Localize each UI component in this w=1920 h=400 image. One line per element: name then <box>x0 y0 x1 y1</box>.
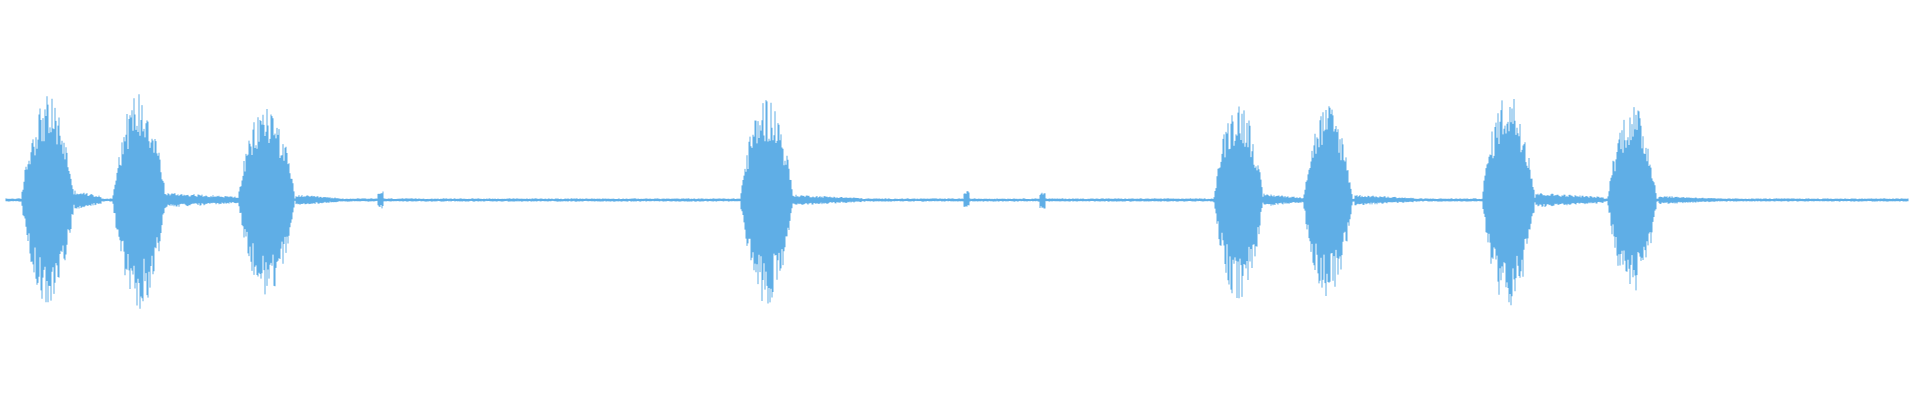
waveform-path <box>5 94 1909 309</box>
waveform-samples <box>5 94 1909 309</box>
